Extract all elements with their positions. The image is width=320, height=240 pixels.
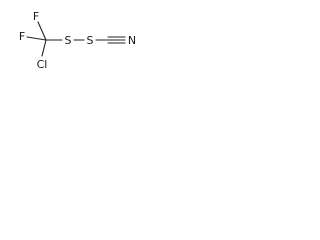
atom-sulfur-2: S xyxy=(87,34,94,47)
atom-fluorine-top: F xyxy=(33,10,39,23)
bond-c-f-left xyxy=(26,36,47,41)
atom-chlorine: Cl xyxy=(37,58,48,71)
atom-sulfur-1: S xyxy=(65,34,72,47)
bond-c-cl xyxy=(41,39,47,57)
atom-fluorine-left: F xyxy=(19,30,25,43)
structure-diagram: F F Cl S S N xyxy=(19,10,136,71)
bond-c-f-top xyxy=(37,21,47,41)
atom-nitrogen: N xyxy=(128,34,136,47)
bond-c-n-triple xyxy=(107,36,126,44)
